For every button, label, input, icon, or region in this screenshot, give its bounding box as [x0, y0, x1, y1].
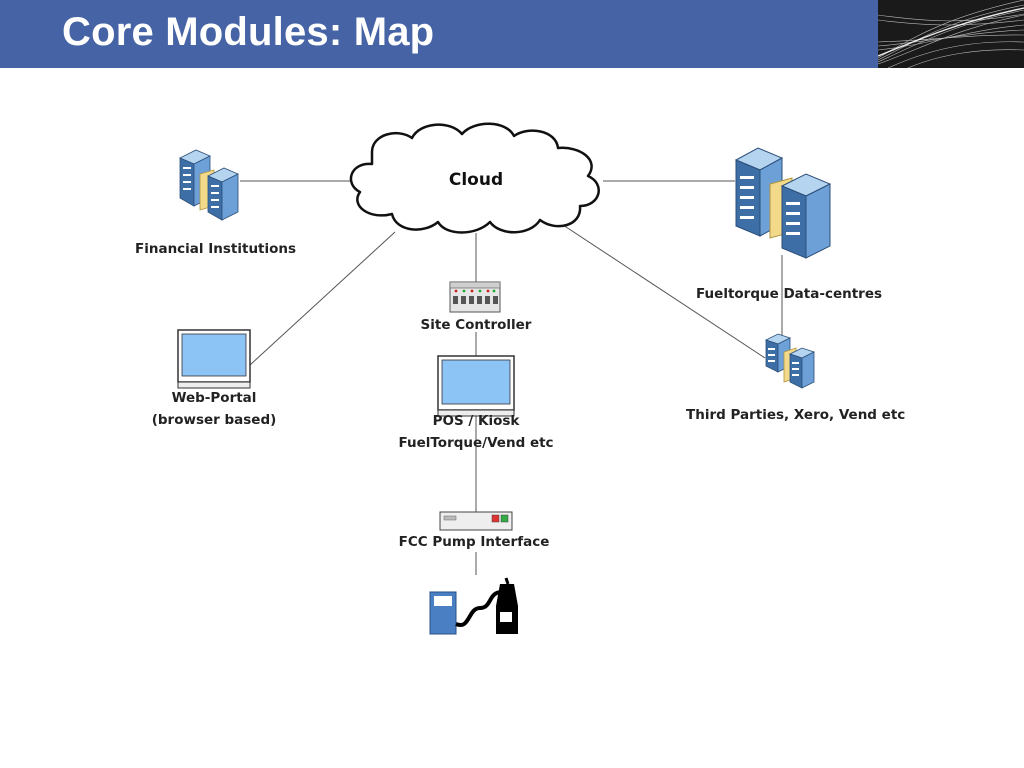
site-controller-label: Site Controller [420, 317, 532, 333]
web-portal-label-line1: Web-Portal [171, 390, 257, 406]
monitor-icon [437, 355, 515, 417]
switch-icon [449, 281, 501, 313]
link-cloud-thirdparties [559, 222, 766, 359]
web-portal-label: Web-Portal (browser based) [152, 387, 277, 431]
link-cloud-webportal [249, 231, 396, 366]
financial-institutions-label: Financial Institutions [135, 241, 297, 257]
server-icon [764, 333, 816, 389]
page-title: Core Modules: Map [62, 10, 435, 54]
pos-kiosk-label-line2: FuelTorque/Vend etc [398, 435, 554, 451]
monitor-icon [177, 329, 251, 389]
fuel-pump-icon [429, 577, 518, 635]
pos-kiosk-label: POS / Kiosk FuelTorque/Vend etc [398, 410, 553, 454]
third-parties-label: Third Parties, Xero, Vend etc [686, 407, 906, 423]
fueltorque-datacentres-label: Fueltorque Data-centres [696, 286, 883, 302]
fcc-pump-interface-label: FCC Pump Interface [398, 534, 550, 550]
server-icon [734, 147, 832, 259]
server-icon [179, 149, 239, 221]
cloud-label: Cloud [448, 170, 504, 190]
title-bar: Core Modules: Map [0, 0, 878, 68]
title-wave-graphic [878, 0, 1024, 68]
pos-kiosk-label-line1: POS / Kiosk [432, 413, 520, 429]
interface-box-icon [439, 511, 513, 531]
web-portal-label-line2: (browser based) [151, 412, 277, 428]
cloud-icon [349, 122, 600, 234]
